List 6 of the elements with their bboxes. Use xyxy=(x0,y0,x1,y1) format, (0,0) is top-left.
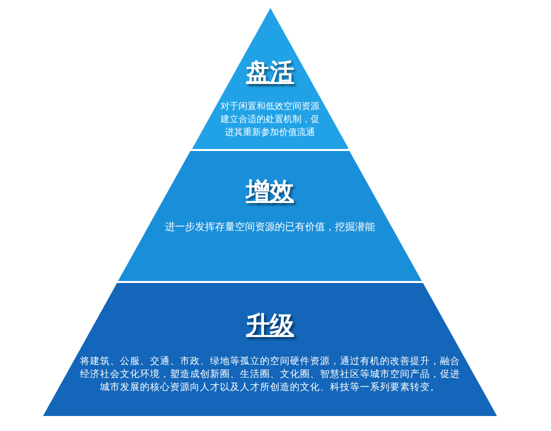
tier-description: 将建筑、公服、交通、市政、绿地等孤立的空间硬件资源，通过有机的改善提升，融合经济社会文化环境，塑造成创新圈、生活圈、文化圈、智慧社区等城市空间产品，促进城市发展的核心资源向人才以及人才所创造的文化、科技等一系列要素转变。 xyxy=(79,355,461,394)
tier-heading: 升级 xyxy=(246,311,294,339)
tier-description: 对于闲置和低效空间资源建立合适的处置机制，促进其重新参加价值流通 xyxy=(220,101,320,140)
tier-heading: 增效 xyxy=(246,177,294,205)
tier-heading: 盘活 xyxy=(246,58,294,86)
tier-description: 进一步发挥存量空间资源的已有价值，挖掘潜能 xyxy=(164,221,376,234)
